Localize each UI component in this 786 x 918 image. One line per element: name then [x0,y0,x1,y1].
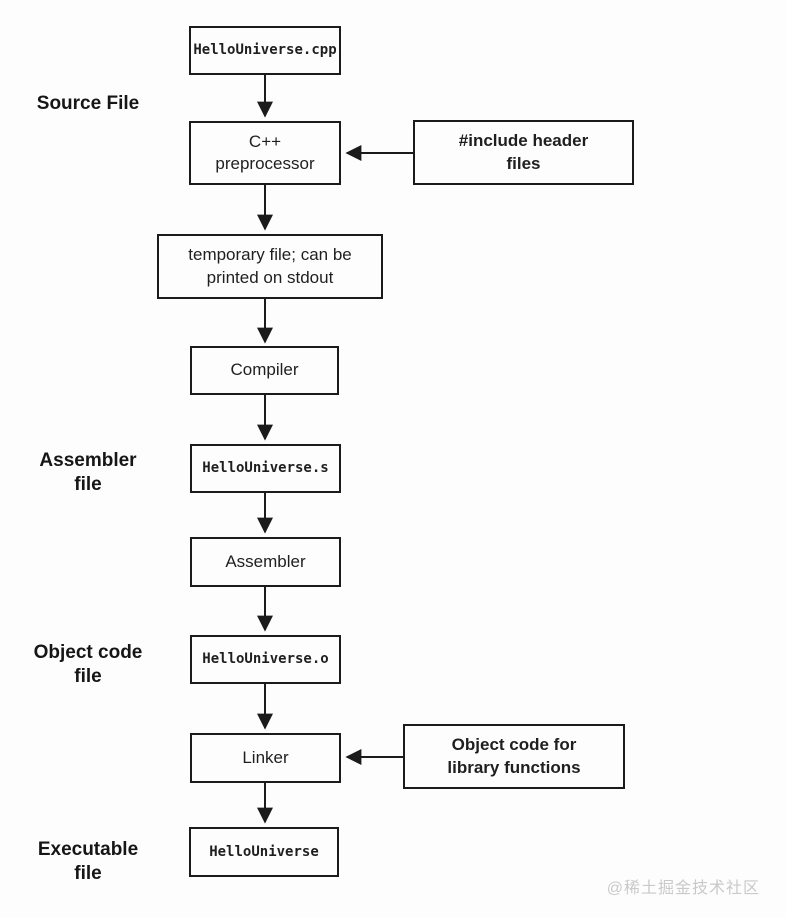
stage-label-executable-file: Executable file [37,839,139,885]
stage-label-object-code-file: Object code file [33,642,143,688]
stage-label-source-file: Source File [36,93,140,114]
node-linker-box: Linker [190,733,341,783]
node-preprocessor-box: C++ preprocessor [189,121,341,185]
node-executable-box: HelloUniverse [189,827,339,877]
node-assembler-box: Assembler [190,537,341,587]
node-assembly-file-box: HelloUniverse.s [190,444,341,493]
node-include-headers-box: #include header files [413,120,634,185]
watermark-text: @稀土掘金技术社区 [606,880,760,897]
node-source-file-box: HelloUniverse.cpp [189,26,341,75]
stage-label-assembler-file: Assembler file [39,450,137,496]
node-compiler-box: Compiler [190,346,339,395]
node-object-file-box: HelloUniverse.o [190,635,341,684]
node-temp-file-box: temporary file; can be printed on stdout [157,234,383,299]
node-library-object-code-box: Object code for library functions [403,724,625,789]
